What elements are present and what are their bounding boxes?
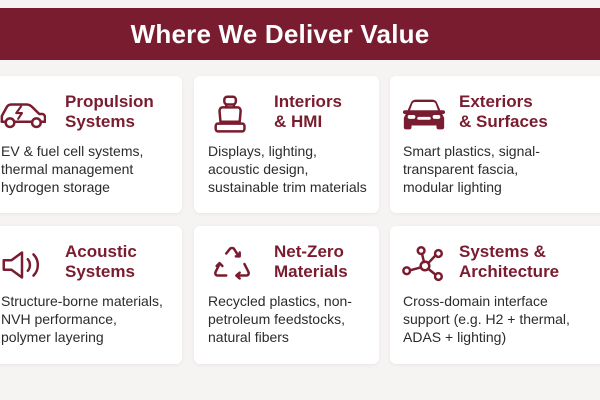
- network-nodes-icon: [400, 244, 448, 286]
- card-header: Net-Zero Materials: [194, 240, 379, 284]
- card-acoustic-systems: Acoustic Systems Structure-borne materia…: [0, 226, 182, 364]
- speaker-icon: [0, 244, 46, 286]
- card-title: Systems & Architecture: [459, 242, 560, 281]
- recycle-icon: [208, 244, 256, 286]
- card-interiors-hmi: Interiors & HMI Displays, lighting, acou…: [194, 76, 379, 213]
- card-description: Cross-domain interface support (e.g. H2 …: [403, 293, 570, 345]
- card-title: Propulsion Systems: [65, 92, 154, 131]
- card-title: Acoustic Systems: [65, 242, 137, 281]
- card-description: Smart plastics, signal- transparent fasc…: [403, 143, 540, 195]
- car-front-icon: [400, 94, 448, 136]
- card-title: Net-Zero Materials: [274, 242, 348, 281]
- card-title: Exteriors & Surfaces: [459, 92, 548, 131]
- card-description: Displays, lighting, acoustic design, sus…: [208, 143, 367, 195]
- card-systems-architecture: Systems & Architecture Cross-domain inte…: [390, 226, 600, 364]
- car-charging-icon: [0, 94, 46, 136]
- card-exteriors-surfaces: Exteriors & Surfaces Smart plastics, sig…: [390, 76, 600, 213]
- card-description: Recycled plastics, non- petroleum feedst…: [208, 293, 352, 345]
- card-header: Propulsion Systems: [0, 90, 182, 134]
- card-header: Systems & Architecture: [390, 240, 600, 284]
- header-banner: Where We Deliver Value: [0, 8, 600, 60]
- card-title: Interiors & HMI: [274, 92, 343, 131]
- card-header: Acoustic Systems: [0, 240, 182, 284]
- card-net-zero-materials: Net-Zero Materials Recycled plastics, no…: [194, 226, 379, 364]
- card-propulsion-systems: Propulsion Systems EV & fuel cell system…: [0, 76, 182, 213]
- card-header: Interiors & HMI: [194, 90, 379, 134]
- card-header: Exteriors & Surfaces: [390, 90, 600, 134]
- page-title: Where We Deliver Value: [130, 18, 430, 49]
- card-description: EV & fuel cell systems, thermal manageme…: [1, 143, 144, 195]
- card-description: Structure-borne materials, NVH performan…: [1, 293, 163, 345]
- car-seat-icon: [208, 94, 256, 136]
